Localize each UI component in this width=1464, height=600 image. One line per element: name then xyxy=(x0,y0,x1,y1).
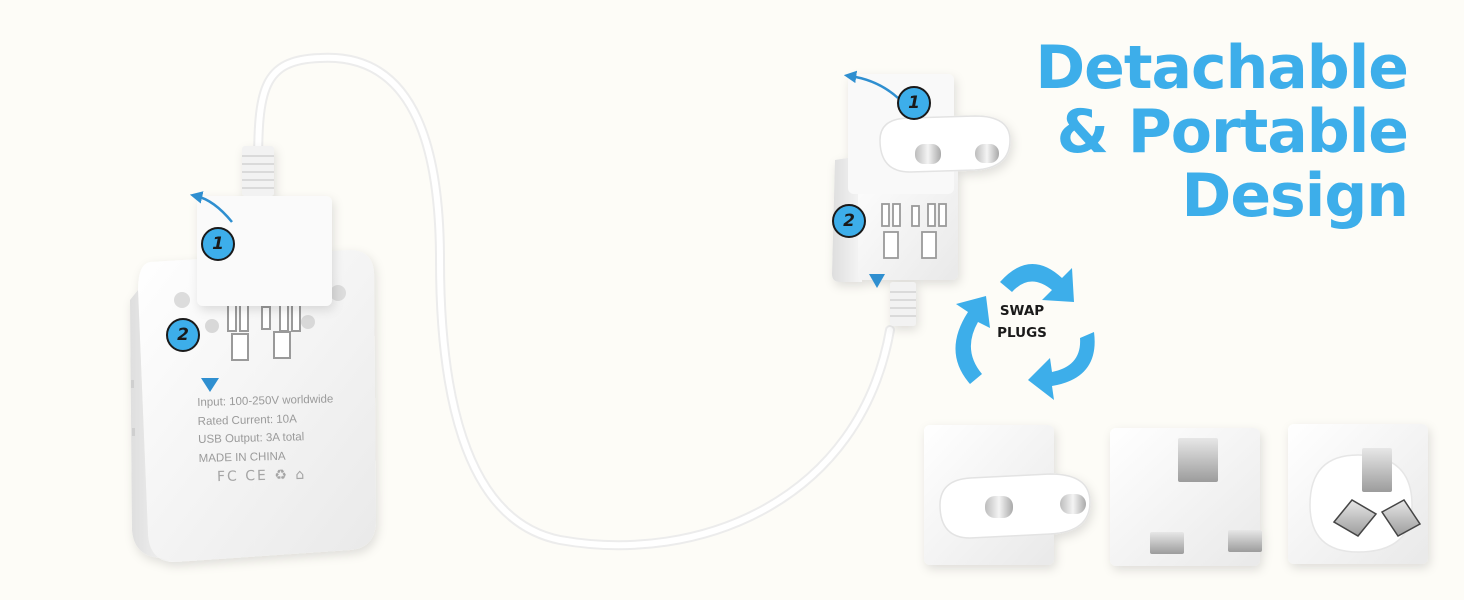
swap-line-1: SWAP xyxy=(999,303,1045,319)
adapter-spec-label: Input: 100-250V worldwide Rated Current:… xyxy=(197,390,335,468)
certification-marks: FC CE ♻ ⌂ xyxy=(216,466,307,486)
spec-input: Input: 100-250V worldwide xyxy=(197,393,334,409)
step-2-badge-right: 2 xyxy=(832,204,866,238)
spec-made-in: MADE IN CHINA xyxy=(198,450,286,465)
step-1-badge-right: 1 xyxy=(897,86,931,120)
headline-line-1: Detachable xyxy=(1035,33,1409,103)
swap-plugs-label: SWAP PLUGS xyxy=(982,300,1062,344)
swap-line-2: PLUGS xyxy=(997,325,1047,341)
eu-plug-head xyxy=(924,425,1091,565)
headline-line-2: & Portable xyxy=(1056,97,1409,167)
cable-connector-block xyxy=(197,146,332,306)
headline: Detachable & Portable Design xyxy=(1035,33,1409,231)
swap-cycle-arrows-icon xyxy=(955,263,1095,400)
slide-up-arrow-left xyxy=(189,191,233,223)
uk-plug-head xyxy=(1110,428,1262,566)
headline-line-3: Design xyxy=(1181,161,1409,231)
slide-up-arrow-right xyxy=(843,70,899,99)
step-1-badge-left: 1 xyxy=(201,227,235,261)
au-plug-head xyxy=(1288,424,1428,564)
step-2-badge-left: 2 xyxy=(166,318,200,352)
